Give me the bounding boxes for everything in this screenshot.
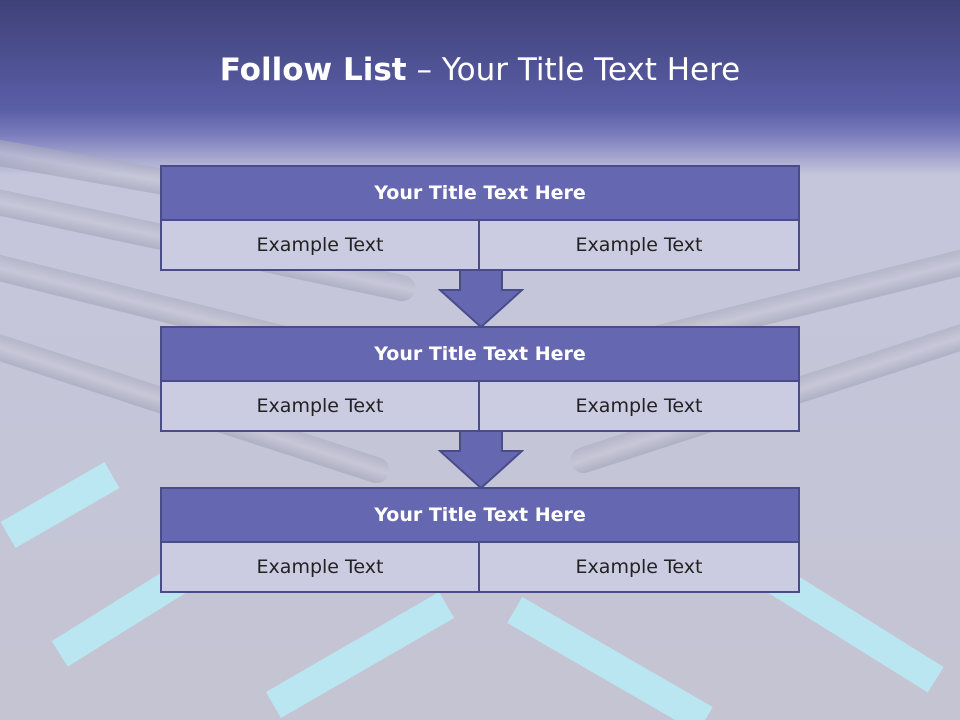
slide-title-rest: – Your Title Text Here (406, 52, 741, 88)
step-block-1: Your Title Text Here Example Text Exampl… (160, 165, 800, 271)
slide-title-bold: Follow List (219, 52, 407, 88)
step-1-left-text: Example Text (160, 221, 480, 271)
step-row-3: Example Text Example Text (160, 543, 800, 593)
down-arrow-icon-1 (438, 270, 524, 328)
step-2-left-text: Example Text (160, 382, 480, 432)
slide-title: Follow List – Your Title Text Here (0, 52, 960, 88)
step-1-right-text: Example Text (480, 221, 800, 271)
step-block-2: Your Title Text Here Example Text Exampl… (160, 326, 800, 432)
step-block-3: Your Title Text Here Example Text Exampl… (160, 487, 800, 593)
step-title-2: Your Title Text Here (160, 326, 800, 382)
step-title-1: Your Title Text Here (160, 165, 800, 221)
step-3-left-text: Example Text (160, 543, 480, 593)
step-row-1: Example Text Example Text (160, 221, 800, 271)
step-row-2: Example Text Example Text (160, 382, 800, 432)
step-title-3: Your Title Text Here (160, 487, 800, 543)
step-3-right-text: Example Text (480, 543, 800, 593)
down-arrow-icon-2 (438, 431, 524, 489)
step-2-right-text: Example Text (480, 382, 800, 432)
